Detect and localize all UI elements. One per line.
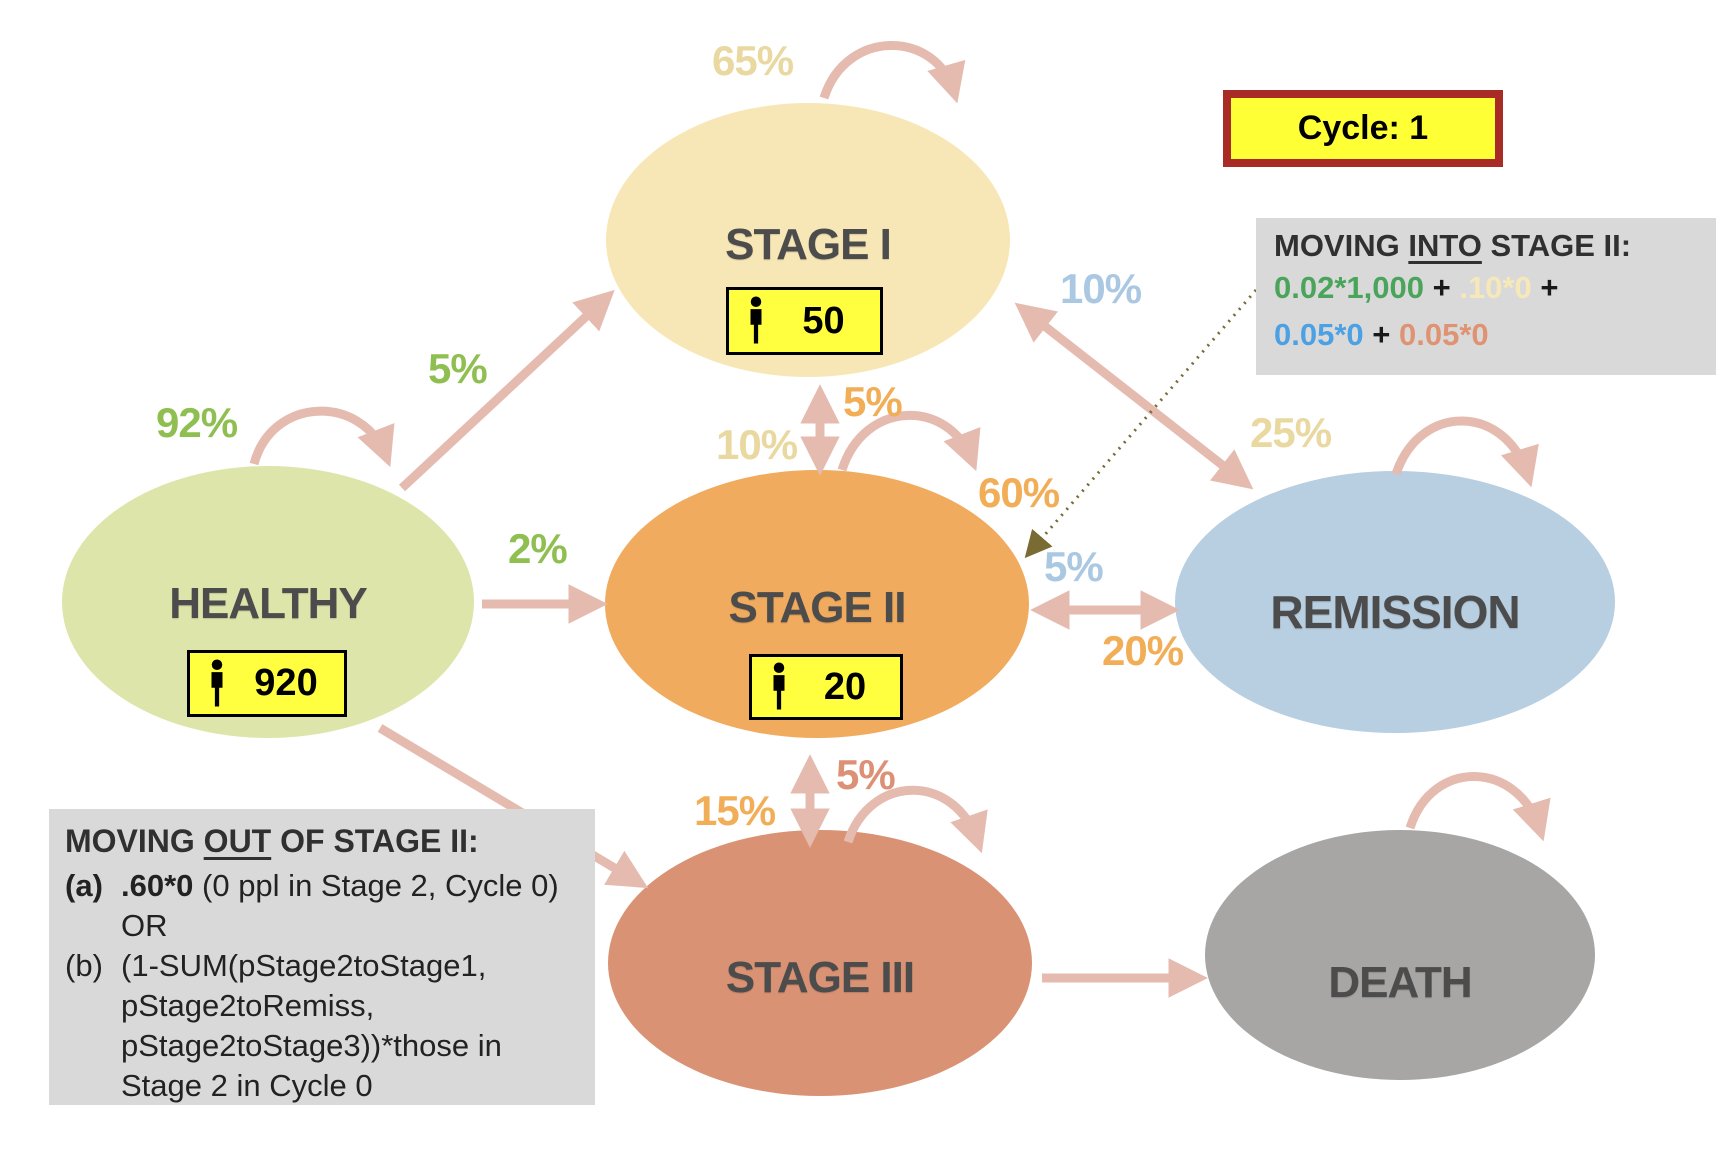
stage1-to-remission-label: 25% — [1250, 409, 1332, 456]
stage1-count: 50 — [802, 299, 845, 342]
healthy-to-stage1-arrow — [398, 289, 615, 492]
out-line-b2: pStage2toRemiss, — [121, 988, 375, 1023]
remission-to-stage2-label: 5% — [1044, 543, 1104, 590]
cycle-indicator: Cycle: 1 — [1223, 90, 1503, 167]
stage2-count: 20 — [823, 665, 867, 708]
healthy-to-stage1-label: 5% — [428, 345, 488, 392]
out-box-title: MOVING OUT OF STAGE II: — [65, 823, 479, 859]
stage2-count-box: 20 — [749, 654, 903, 720]
state-healthy-title: HEALTHY — [169, 579, 368, 628]
into-formula-line1: 0.02*1,000 + .10*0 + — [1274, 270, 1559, 305]
stage1-count-box: 50 — [726, 287, 883, 355]
stage1-self-label: 65% — [712, 37, 794, 84]
out-line-b3: pStage2toStage3))*those in — [121, 1028, 502, 1063]
healthy-self-label: 92% — [156, 399, 238, 446]
into-formula-line2: 0.05*0 + 0.05*0 — [1274, 317, 1489, 352]
stage3-to-stage2-label: 5% — [836, 751, 896, 798]
state-death: DEATH — [1205, 830, 1595, 1080]
death-self-loop-arrow — [1405, 772, 1551, 842]
state-death-title: DEATH — [1328, 958, 1472, 1007]
state-remission: REMISSION — [1175, 471, 1615, 733]
stage2-self-label: 60% — [978, 469, 1060, 516]
into-box-title: MOVING INTO STAGE II: — [1274, 228, 1632, 263]
stage1-to-stage2-label: 10% — [716, 421, 798, 468]
cycle-label: Cycle: 1 — [1297, 109, 1429, 147]
out-line-or: OR — [121, 908, 168, 943]
out-line-a: (a) .60*0 (0 ppl in Stage 2, Cycle 0) — [65, 868, 559, 903]
person-icon — [211, 659, 223, 706]
state-stage2-title: STAGE II — [728, 583, 907, 632]
state-stage3-title: STAGE III — [725, 953, 915, 1002]
state-remission-title: REMISSION — [1270, 586, 1520, 638]
healthy-count: 920 — [254, 662, 318, 704]
moving-out-stage2-box: MOVING OUT OF STAGE II: (a) .60*0 (0 ppl… — [49, 809, 595, 1105]
state-stage1-title: STAGE I — [725, 220, 892, 269]
into-box-pointer-dotted-arrow — [1024, 289, 1258, 559]
out-line-b4: Stage 2 in Cycle 0 — [121, 1068, 373, 1103]
remission-self-loop-arrow — [1391, 416, 1539, 488]
stage2-to-remission-label: 20% — [1102, 627, 1184, 674]
stage1-remission-bidirectional-arrow — [1014, 302, 1254, 490]
healthy-count-box: 920 — [187, 650, 347, 717]
stage1-self-loop-arrow — [819, 41, 966, 104]
person-icon — [773, 662, 785, 710]
state-stage3: STAGE III — [608, 830, 1032, 1096]
person-icon — [750, 296, 762, 344]
stage2-to-stage1-label: 5% — [843, 378, 903, 425]
moving-into-stage2-box: MOVING INTO STAGE II: 0.02*1,000 + .10*0… — [1256, 218, 1716, 375]
remission-to-stage1-label: 10% — [1060, 265, 1142, 312]
out-line-b1: (b) (1-SUM(pStage2toStage1, — [65, 948, 487, 983]
stage2-to-stage3-label: 15% — [694, 787, 776, 834]
healthy-self-loop-arrow — [249, 406, 395, 468]
healthy-to-stage2-label: 2% — [508, 525, 568, 572]
